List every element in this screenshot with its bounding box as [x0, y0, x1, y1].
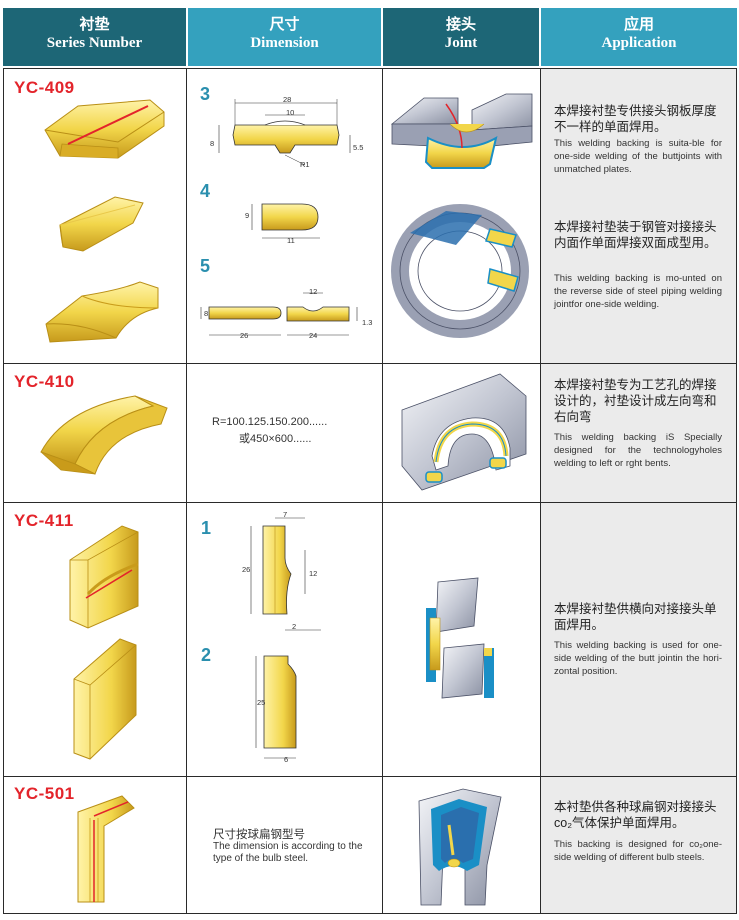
dim-label: 5.5 — [353, 143, 364, 152]
backing-409-image-a — [44, 99, 165, 159]
header-en: Series Number — [46, 35, 143, 51]
dim-label: 7 — [283, 510, 288, 519]
dim-label: 9 — [245, 211, 250, 220]
dimension-number: 1 — [201, 518, 212, 538]
application-column-bg — [541, 69, 736, 913]
table-border — [3, 68, 737, 914]
backing-501-image — [77, 795, 135, 903]
joint-411-image — [426, 577, 494, 699]
dimension-drawing-4 — [251, 203, 320, 239]
joint-409-image-a — [390, 93, 533, 169]
application-zh: 本焊接衬垫供横向对接接头单面焊用。 — [554, 602, 717, 632]
backing-411-image-b — [73, 638, 137, 760]
application-zh: 本焊接衬垫专为工艺孔的焊接设计的，衬垫设计成左向弯和右向弯 — [554, 378, 717, 424]
column-divider — [382, 68, 383, 914]
header-dimension: 尺寸 Dimension — [188, 8, 381, 66]
dimension-drawing-1 — [250, 517, 321, 631]
dimension-size-text: 或450×600...... — [239, 433, 312, 445]
column-divider — [186, 68, 187, 914]
header-joint: 接头 Joint — [383, 8, 539, 66]
application-zh: 本焊接衬垫装于钢管对接接头内面作单面焊接双面成型用。 — [554, 220, 717, 250]
row-divider — [3, 502, 737, 503]
dimension-bulb-zh: 尺寸按球扁钢型号 — [213, 829, 305, 841]
row-divider — [3, 363, 737, 364]
dim-label: 10 — [286, 108, 295, 117]
row-divider — [3, 776, 737, 777]
application-en: This welding backing is suita-ble for on… — [554, 138, 722, 175]
header-zh: 接头 — [445, 17, 476, 33]
application-zh: 本焊接衬垫专供接头钢板厚度不一样的单面焊用。 — [554, 104, 717, 134]
joint-409-image-b-pipe — [391, 204, 529, 338]
backing-409-image-b — [59, 196, 144, 252]
dim-label: 25 — [257, 698, 266, 707]
dimension-number: 2 — [201, 645, 212, 665]
dim-label: 28 — [283, 95, 292, 104]
dim-label: 26 — [242, 565, 251, 574]
dim-label: 2 — [292, 622, 297, 631]
series-code: YC-411 — [14, 511, 74, 530]
backing-411-image-a — [69, 525, 139, 629]
joint-410-image — [401, 373, 527, 491]
dim-label: 12 — [309, 287, 318, 296]
dimension-drawing-3 — [218, 99, 351, 166]
header-series-number: 衬垫 Series Number — [3, 8, 186, 66]
series-code: YC-501 — [14, 784, 75, 803]
series-code: YC-409 — [14, 78, 75, 97]
header-en: Dimension — [250, 35, 319, 51]
dim-label: 6 — [284, 755, 289, 764]
backing-410-image — [40, 395, 168, 475]
dim-label: 12 — [309, 569, 318, 578]
dim-label: 8 — [210, 139, 215, 148]
header-en: Joint — [444, 35, 478, 51]
header-application: 应用 Application — [541, 8, 737, 66]
backing-409-image-c — [45, 281, 159, 343]
column-divider — [540, 68, 541, 914]
dimension-number: 5 — [200, 256, 211, 276]
header-zh: 应用 — [623, 17, 654, 33]
header-en: Application — [601, 35, 677, 51]
dim-label: 8 — [204, 309, 209, 318]
header-zh: 衬垫 — [79, 17, 110, 33]
application-en: This welding backing is mo-unted on the … — [554, 273, 722, 310]
application-en: This welding backing iS Specially design… — [554, 432, 722, 469]
dim-label: 1.3 — [362, 318, 373, 327]
dimension-drawing-5 — [200, 292, 358, 336]
dim-label: R1 — [300, 160, 310, 169]
application-en: This welding backing is used for one-sid… — [554, 640, 722, 677]
application-en: This backing is designed for co₂one-side… — [554, 839, 722, 863]
series-code: YC-410 — [14, 372, 75, 391]
header-zh: 尺寸 — [269, 17, 300, 33]
dim-label: 24 — [309, 331, 318, 340]
dimension-drawing-2 — [255, 655, 297, 759]
dim-label: 26 — [240, 331, 249, 340]
dimension-number: 4 — [200, 181, 211, 201]
application-zh: 本衬垫供各种球扁钢对接接头co₂气体保护单面焊用。 — [554, 800, 717, 830]
dim-label: 11 — [287, 236, 295, 245]
dimension-bulb-en: The dimension is according to the type o… — [213, 841, 363, 864]
dimension-number: 3 — [200, 84, 211, 104]
joint-501-image — [418, 788, 502, 906]
dimension-radius-text: R=100.125.150.200...... — [212, 416, 328, 428]
